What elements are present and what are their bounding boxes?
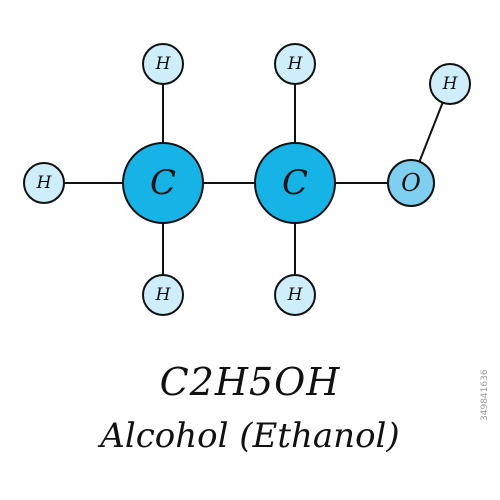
hydrogen-atom-h6: H [429, 63, 471, 105]
oxygen-label: O [401, 169, 421, 197]
atoms-layer: C C O H H H H H H [23, 43, 471, 316]
stock-image-id: 349841636 [480, 369, 490, 421]
hydrogen-label: H [287, 54, 304, 74]
hydrogen-atom-h4: H [274, 43, 316, 85]
hydrogen-label: H [442, 74, 459, 94]
carbon-circle [254, 142, 336, 224]
hydrogen-circle [23, 162, 65, 204]
hydrogen-atom-h3: H [142, 274, 184, 316]
hydrogen-circle [142, 43, 184, 85]
hydrogen-circle [429, 63, 471, 105]
carbon-atom-c2: C [254, 142, 336, 224]
hydrogen-atom-h1: H [142, 43, 184, 85]
hydrogen-circle [142, 274, 184, 316]
carbon-circle [122, 142, 204, 224]
hydrogen-atom-h5: H [274, 274, 316, 316]
hydrogen-label: H [155, 54, 172, 74]
compound-name: Alcohol (Ethanol) [100, 416, 400, 456]
carbon-label: C [282, 163, 308, 203]
oxygen-circle [387, 159, 435, 207]
chemical-formula: C2H5OH [159, 360, 341, 404]
hydrogen-circle [274, 43, 316, 85]
hydrogen-label: H [155, 285, 172, 305]
hydrogen-label: H [287, 285, 304, 305]
hydrogen-atom-h2: H [23, 162, 65, 204]
carbon-atom-c1: C [122, 142, 204, 224]
hydrogen-circle [274, 274, 316, 316]
carbon-label: C [150, 163, 176, 203]
hydrogen-label: H [36, 173, 53, 193]
oxygen-atom-o1: O [387, 159, 435, 207]
